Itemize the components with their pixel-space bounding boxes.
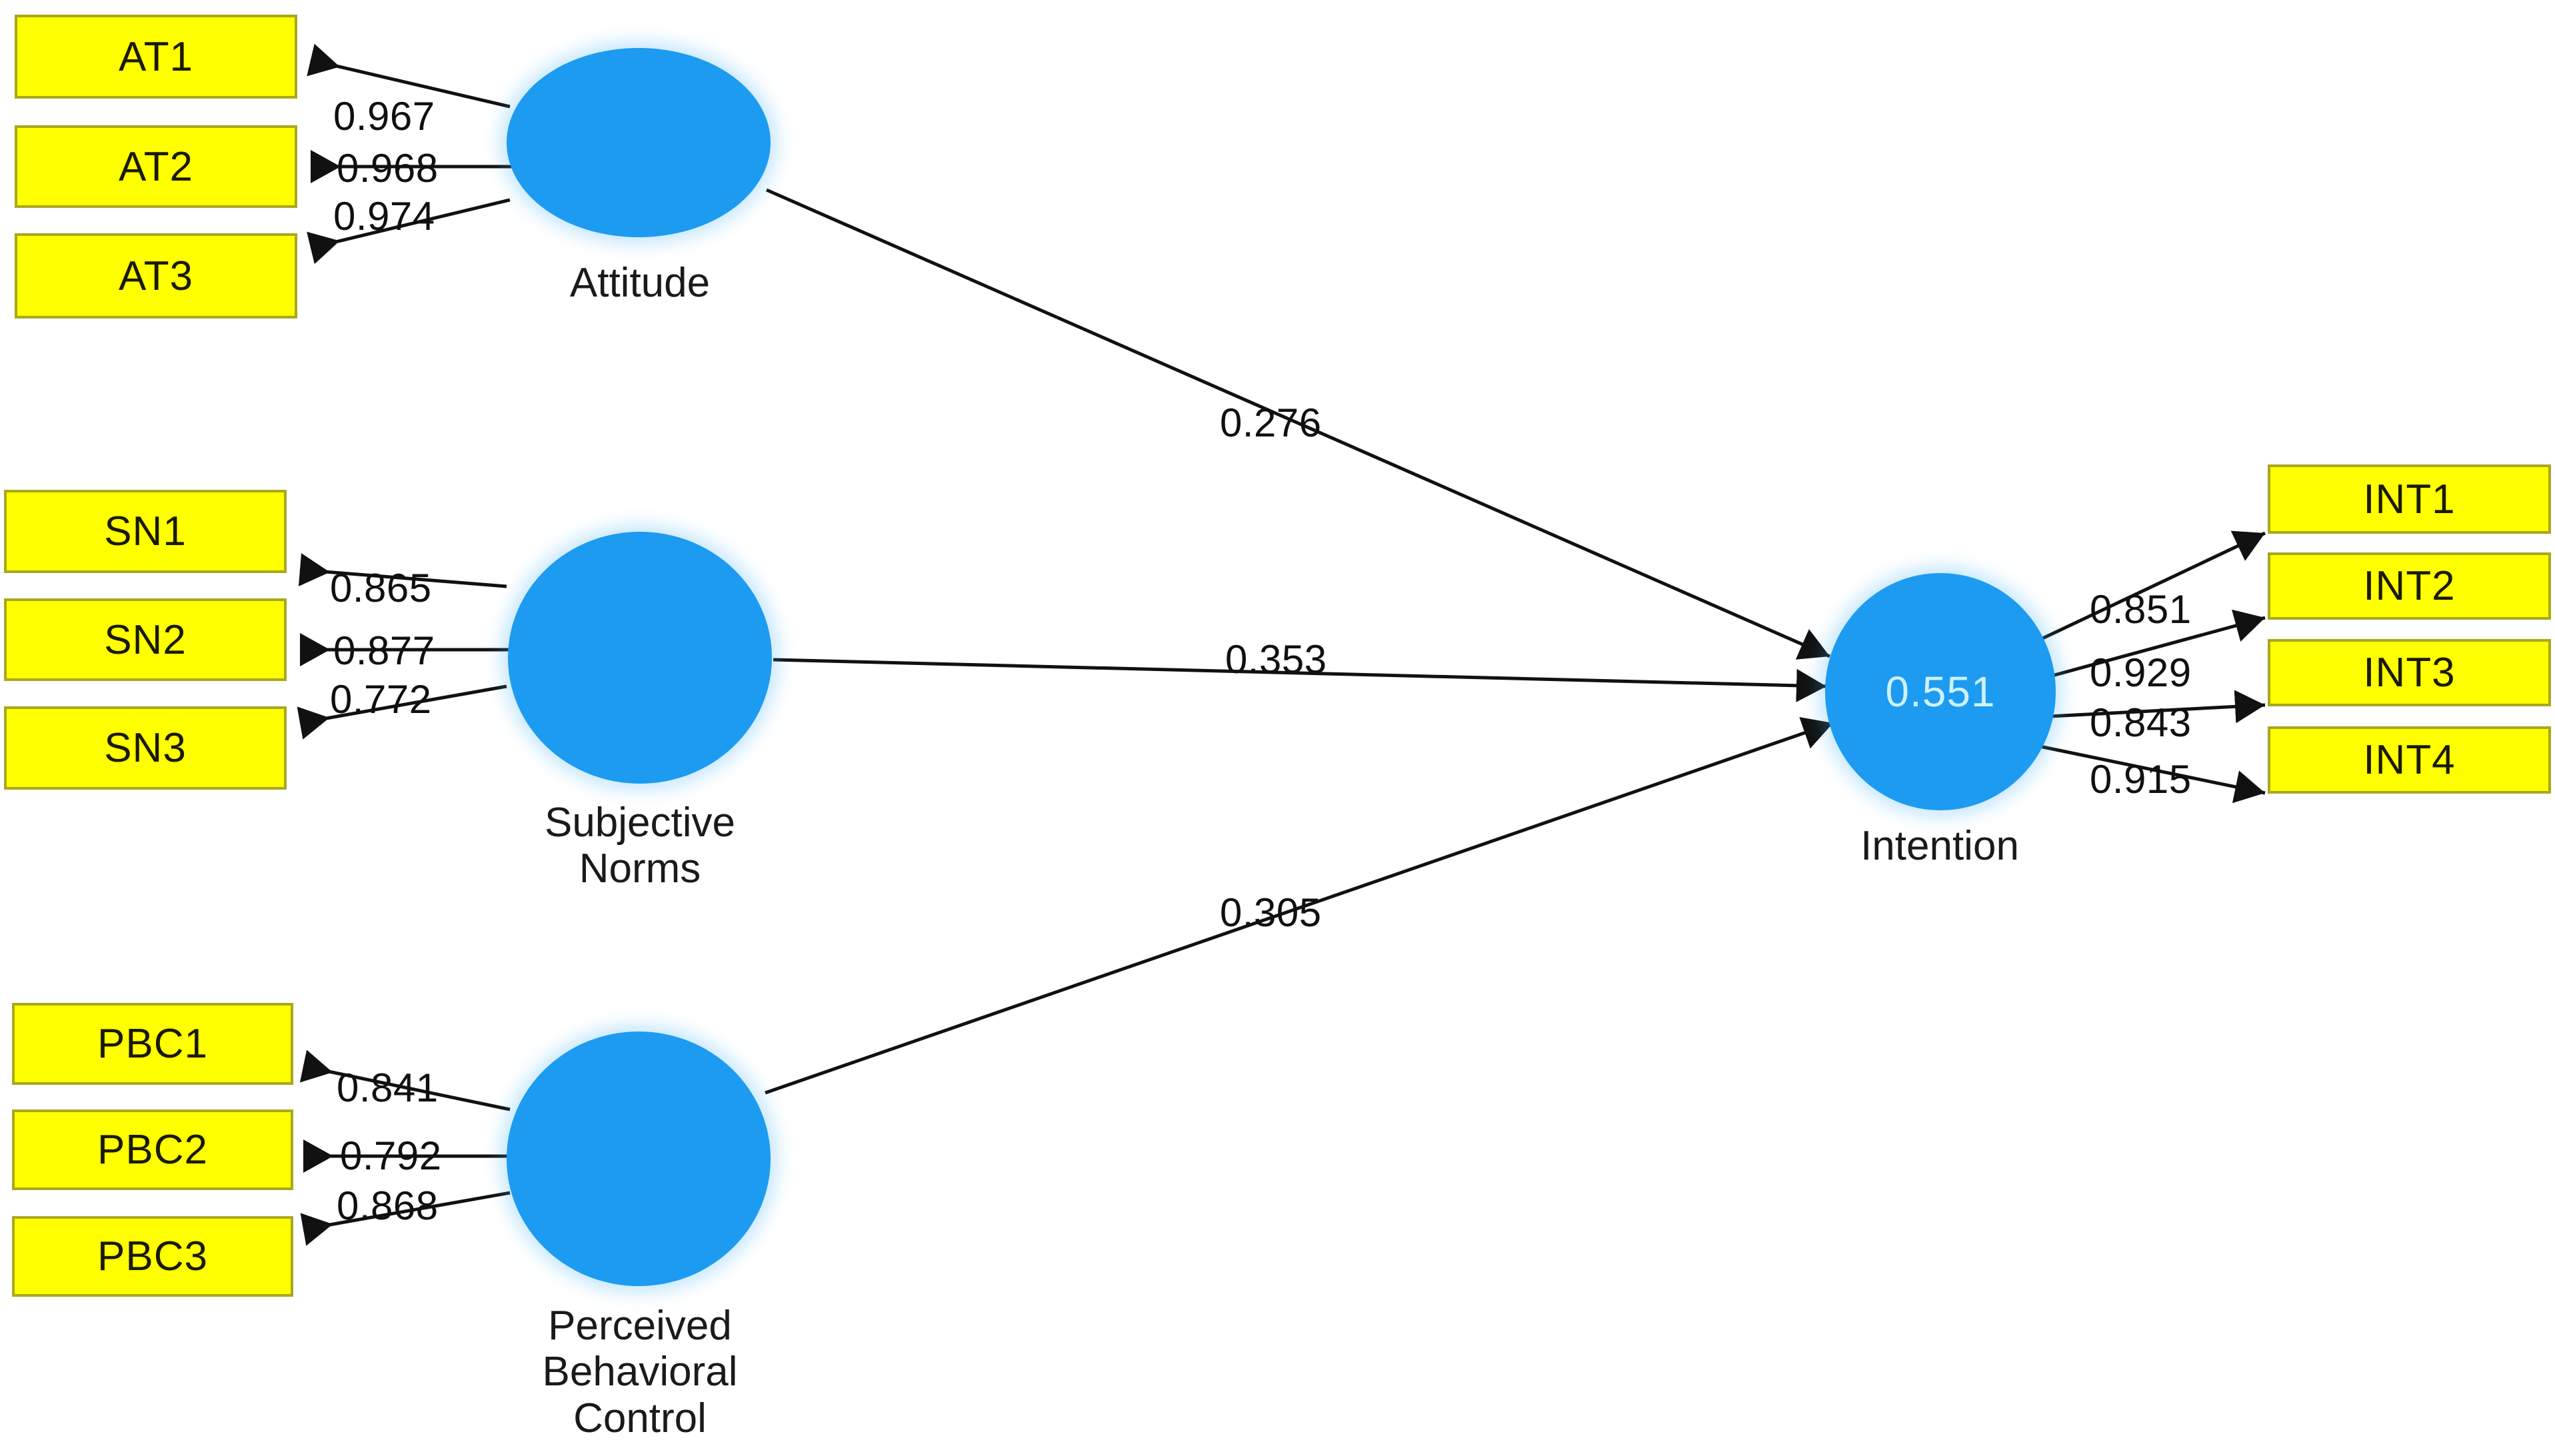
indicator-pbc3[interactable]: PBC3 — [12, 1216, 293, 1297]
indicator-int1[interactable]: INT1 — [2268, 464, 2551, 534]
indicator-label: PBC1 — [97, 1021, 208, 1067]
construct-label-subjective-norms: Subjective Norms — [544, 800, 736, 892]
indicator-at2[interactable]: AT2 — [15, 125, 297, 208]
construct-label-intention: Intention — [1860, 823, 2019, 869]
indicator-label: PBC2 — [97, 1127, 208, 1173]
edge-intention-int3 — [2049, 690, 2266, 724]
indicator-label: SN3 — [104, 725, 187, 771]
edge-pbc-pbc1 — [299, 1050, 511, 1111]
path-coefficient-sn-intention: 0.353 — [1225, 637, 1327, 682]
loading-label-pbc2: 0.792 — [340, 1133, 442, 1178]
edge-sn-sn1 — [298, 553, 507, 588]
edge-pbc-pbc3 — [300, 1191, 511, 1246]
indicator-int2[interactable]: INT2 — [2268, 552, 2551, 620]
indicator-label: SN1 — [104, 508, 187, 554]
loading-label-pbc1: 0.841 — [337, 1066, 439, 1110]
construct-label-attitude: Attitude — [569, 260, 711, 306]
indicator-sn3[interactable]: SN3 — [4, 706, 287, 790]
indicator-label: INT3 — [2363, 650, 2456, 696]
loading-label-sn2: 0.877 — [333, 628, 435, 673]
edge-attitude-at3 — [307, 198, 511, 265]
indicator-sn1[interactable]: SN1 — [4, 490, 287, 573]
r-squared-value: 0.551 — [1885, 668, 1996, 716]
loading-label-int2: 0.929 — [2090, 650, 2192, 695]
edge-attitude-at1 — [307, 43, 511, 109]
indicator-at3[interactable]: AT3 — [15, 233, 297, 319]
loading-label-at3: 0.974 — [333, 194, 435, 239]
construct-attitude[interactable] — [507, 48, 771, 237]
indicator-label: INT1 — [2363, 476, 2456, 522]
loading-label-sn3: 0.772 — [330, 677, 432, 722]
loading-label-at2: 0.968 — [337, 146, 439, 191]
construct-subjective-norms[interactable] — [508, 532, 772, 784]
loading-label-pbc3: 0.868 — [337, 1183, 439, 1228]
path-sn-intention — [773, 658, 1827, 702]
path-coefficient-attitude-intention: 0.276 — [1220, 400, 1322, 445]
path-pbc-intention — [765, 717, 1834, 1095]
indicator-label: SN2 — [104, 616, 187, 663]
indicator-label: AT3 — [118, 253, 194, 299]
loading-label-int4: 0.915 — [2090, 757, 2192, 802]
path-coefficient-pbc-intention: 0.305 — [1220, 890, 1322, 935]
loading-label-at1: 0.967 — [333, 94, 435, 139]
edge-intention-int4 — [2039, 744, 2266, 804]
edge-intention-int2 — [2049, 609, 2266, 678]
indicator-label: PBC3 — [97, 1233, 208, 1279]
path-attitude-intention — [765, 188, 1831, 660]
indicator-label: INT2 — [2363, 563, 2456, 609]
construct-label-perceived-behavioral-control: Perceived Behavioral Control — [542, 1303, 738, 1441]
indicator-pbc2[interactable]: PBC2 — [12, 1109, 293, 1190]
indicator-at1[interactable]: AT1 — [15, 15, 297, 99]
edge-sn-sn3 — [297, 684, 507, 740]
indicator-pbc1[interactable]: PBC1 — [12, 1003, 293, 1085]
loading-label-int3: 0.843 — [2090, 700, 2192, 745]
construct-intention[interactable]: 0.551 — [1825, 573, 2056, 810]
indicator-int4[interactable]: INT4 — [2268, 726, 2551, 794]
indicator-int3[interactable]: INT3 — [2268, 639, 2551, 706]
construct-perceived-behavioral-control[interactable] — [507, 1032, 771, 1286]
indicator-label: INT4 — [2363, 737, 2456, 783]
edge-intention-int1 — [2038, 530, 2266, 642]
indicator-sn2[interactable]: SN2 — [4, 598, 287, 681]
loading-label-int1: 0.851 — [2090, 587, 2192, 632]
loading-label-sn1: 0.865 — [330, 566, 432, 610]
indicator-label: AT2 — [118, 143, 194, 190]
indicator-label: AT1 — [118, 33, 194, 80]
